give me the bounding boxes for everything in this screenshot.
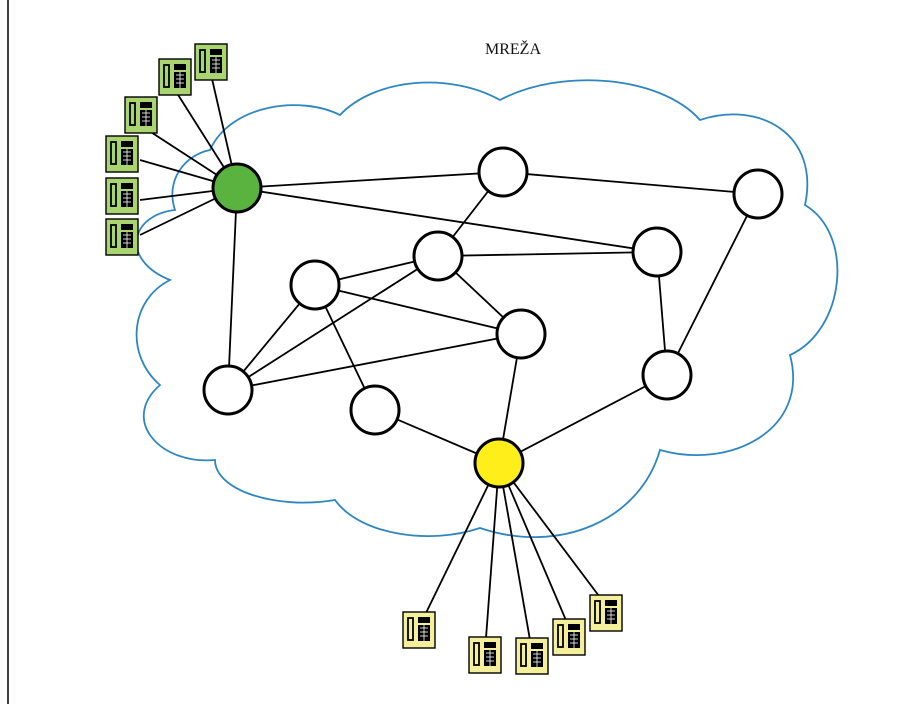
link <box>236 171 504 189</box>
link <box>666 193 759 376</box>
destination-phones <box>402 594 623 675</box>
diagram-title: MREŽA <box>485 39 541 58</box>
telephone-icon <box>468 636 502 674</box>
link <box>437 251 658 257</box>
telephone-icon <box>105 218 139 256</box>
destination-phone-link <box>498 462 531 641</box>
link <box>502 171 759 195</box>
network-cloud <box>135 79 839 538</box>
source-switch-node <box>211 162 263 214</box>
router-node <box>202 364 254 416</box>
router-node <box>477 146 529 198</box>
destination-switch-node <box>473 437 525 489</box>
router-node <box>732 168 784 220</box>
destination-phone-link <box>498 462 603 601</box>
router-node <box>289 259 341 311</box>
router-node <box>349 384 401 436</box>
destination-phone-link <box>424 462 500 616</box>
destination-phone-link <box>485 462 500 639</box>
link <box>314 284 522 335</box>
telephone-icon <box>194 43 228 81</box>
link <box>227 187 238 391</box>
telephone-icon <box>552 618 586 656</box>
telephone-icon <box>105 177 139 215</box>
telephone-icon <box>158 58 192 96</box>
telephone-icon <box>515 637 549 675</box>
router-node <box>641 349 693 401</box>
link <box>498 374 668 464</box>
router-node <box>495 308 547 360</box>
router-node <box>631 226 683 278</box>
telephone-icon <box>402 611 436 649</box>
telephone-icon <box>124 96 158 134</box>
link <box>227 333 522 391</box>
link <box>236 187 658 253</box>
telephone-icon <box>105 135 139 173</box>
network-nodes <box>202 146 784 489</box>
destination-phone-link <box>498 462 569 626</box>
telephone-icon <box>589 594 623 632</box>
router-node <box>412 230 464 282</box>
